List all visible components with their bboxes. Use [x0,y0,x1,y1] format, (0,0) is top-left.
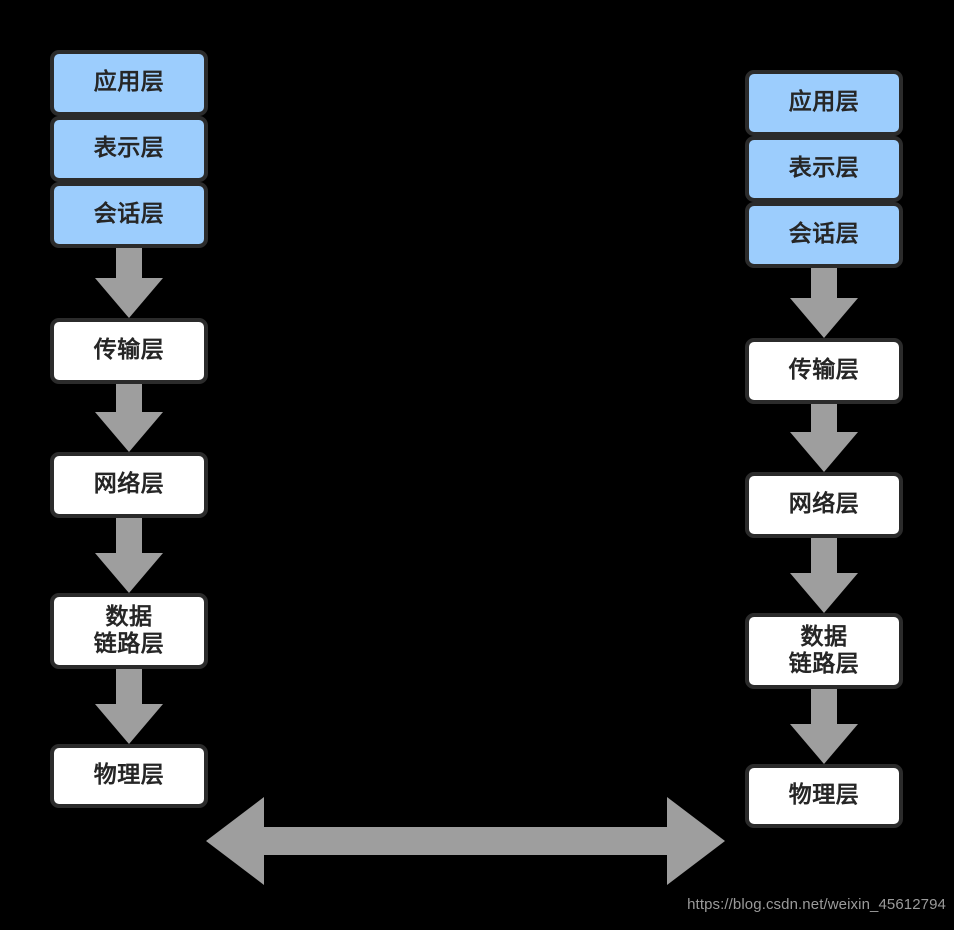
left-data-link-layer-label: 数据 链路层 [93,603,165,657]
left-arrow-transport-to-network [50,384,208,452]
down-arrow-icon [95,518,163,593]
right-physical-layer: 物理层 [745,764,903,828]
down-arrow-icon [95,669,163,744]
right-data-link-layer: 数据 链路层 [745,613,903,689]
right-session-layer: 会话层 [745,202,903,268]
right-application-layer: 应用层 [745,70,903,136]
left-network-layer: 网络层 [50,452,208,518]
down-arrow-icon [790,404,858,472]
physical-medium-bidirectional-arrow [206,797,725,885]
right-arrow-datalink-to-physical [745,689,903,764]
right-arrow-network-to-datalink [745,538,903,613]
right-presentation-layer: 表示层 [745,136,903,202]
right-application-layer-label: 应用层 [788,89,860,116]
left-application-layer-label: 应用层 [93,69,165,96]
left-arrow-network-to-datalink [50,518,208,593]
right-transport-layer: 传输层 [745,338,903,404]
left-arrow-session-to-transport [50,248,208,318]
left-physical-layer: 物理层 [50,744,208,808]
down-arrow-icon [790,268,858,338]
left-application-layer: 应用层 [50,50,208,116]
down-arrow-icon [95,248,163,318]
watermark-url: https://blog.csdn.net/weixin_45612794 [687,896,946,913]
left-presentation-layer: 表示层 [50,116,208,182]
left-presentation-layer-label: 表示层 [93,135,165,162]
left-arrow-datalink-to-physical [50,669,208,744]
right-session-layer-label: 会话层 [788,221,860,248]
down-arrow-icon [790,689,858,764]
bidirectional-arrow-icon [206,797,725,885]
left-physical-layer-label: 物理层 [93,762,165,789]
right-arrow-transport-to-network [745,404,903,472]
right-presentation-layer-label: 表示层 [788,155,860,182]
left-session-layer-label: 会话层 [93,201,165,228]
right-arrow-session-to-transport [745,268,903,338]
right-network-layer-label: 网络层 [788,491,860,518]
left-transport-layer: 传输层 [50,318,208,384]
left-network-layer-label: 网络层 [93,471,165,498]
down-arrow-icon [790,538,858,613]
right-physical-layer-label: 物理层 [788,782,860,809]
down-arrow-icon [95,384,163,452]
right-network-layer: 网络层 [745,472,903,538]
right-data-link-layer-label: 数据 链路层 [788,623,860,677]
left-transport-layer-label: 传输层 [93,337,165,364]
right-transport-layer-label: 传输层 [788,357,860,384]
left-data-link-layer: 数据 链路层 [50,593,208,669]
left-session-layer: 会话层 [50,182,208,248]
